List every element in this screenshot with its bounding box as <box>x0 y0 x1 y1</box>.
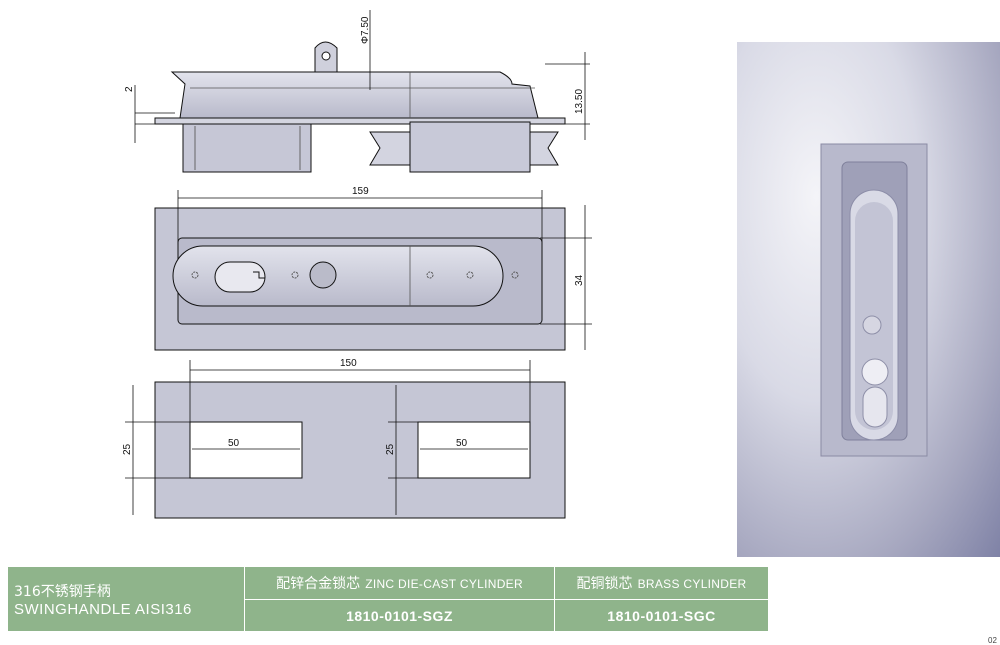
dim-handle-length: 159 <box>352 186 369 197</box>
product-name-cn: 316不锈钢手柄 <box>14 583 111 600</box>
brass-header-cell: 配铜锁芯 BRASS CYLINDER <box>554 566 769 600</box>
brass-code: 1810-0101-SGC <box>554 599 769 632</box>
dim-pin-diameter: Φ7.50 <box>360 16 371 44</box>
zinc-code: 1810-0101-SGZ <box>243 599 556 632</box>
product-cell: 316不锈钢手柄 SWINGHANDLE AISI316 <box>7 566 245 632</box>
side-view <box>134 10 590 173</box>
dim-handle-width: 34 <box>574 274 585 286</box>
dim-cutout-spacing: 150 <box>340 358 357 369</box>
cutout-view <box>125 360 566 519</box>
spec-table: 316不锈钢手柄 SWINGHANDLE AISI316 配锌合金锁芯 ZINC… <box>7 566 769 632</box>
product-photo <box>737 42 1000 557</box>
brass-label-cn: 配铜锁芯 <box>576 576 633 592</box>
page-number: 02 <box>988 636 997 645</box>
dim-cutout-width-left: 50 <box>228 438 240 449</box>
zinc-header-cell: 配锌合金锁芯 ZINC DIE-CAST CYLINDER <box>243 566 556 600</box>
dim-flange-thickness: 2 <box>124 86 135 92</box>
zinc-label-cn: 配锌合金锁芯 <box>276 576 361 592</box>
dim-cutout-width-right: 50 <box>456 438 468 449</box>
dim-cutout-height-left: 25 <box>122 443 133 455</box>
brass-label-en: BRASS CYLINDER <box>637 577 747 591</box>
zinc-label-en: ZINC DIE-CAST CYLINDER <box>365 577 523 591</box>
dim-cutout-height-right: 25 <box>385 443 396 455</box>
dim-height: 13.50 <box>574 89 585 114</box>
top-view <box>154 190 592 351</box>
technical-drawing: 2 Φ7.50 13.50 159 34 <box>122 10 592 519</box>
product-name-en: SWINGHANDLE AISI316 <box>14 600 192 618</box>
